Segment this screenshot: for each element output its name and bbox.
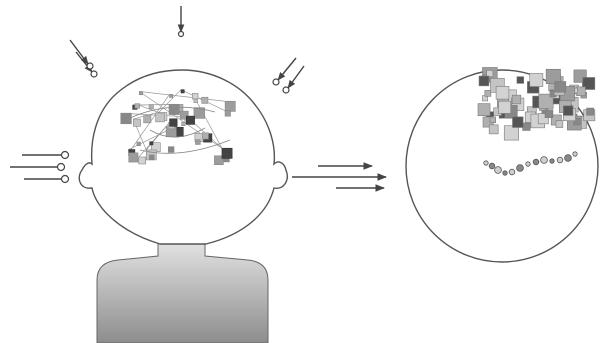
cluster-dot xyxy=(488,162,496,170)
cluster-square xyxy=(179,110,189,120)
arrow-icon xyxy=(69,39,89,65)
cluster-square xyxy=(477,103,491,116)
cluster-square xyxy=(224,110,231,117)
cluster-square xyxy=(214,155,224,166)
cluster-square xyxy=(149,141,154,146)
transfer-arrows xyxy=(292,162,387,192)
cluster-link xyxy=(139,91,226,102)
cluster-square xyxy=(201,132,209,140)
cluster-square xyxy=(511,94,522,105)
head-icon xyxy=(78,69,288,245)
cluster-square xyxy=(503,125,519,141)
head-cluster xyxy=(120,89,236,166)
cluster-square xyxy=(537,113,549,125)
cluster-dot xyxy=(516,164,524,172)
cluster-dot xyxy=(540,156,548,164)
cluster-square xyxy=(128,152,139,163)
cluster-square xyxy=(498,100,512,114)
cluster-square xyxy=(186,115,195,125)
cluster-square xyxy=(512,116,524,128)
cluster-dot xyxy=(525,161,531,167)
cluster-dot xyxy=(556,156,564,164)
cluster-square xyxy=(169,118,178,127)
cluster-square xyxy=(132,118,141,127)
cluster-square xyxy=(489,116,496,124)
cluster-square xyxy=(573,118,581,126)
cluster-square xyxy=(486,70,494,78)
cluster-arc xyxy=(139,139,231,154)
cluster-dot xyxy=(564,154,572,162)
cluster-square xyxy=(488,124,499,135)
cluster-square xyxy=(149,154,155,161)
cluster-dot xyxy=(532,158,540,166)
cluster-square xyxy=(478,75,490,87)
cluster-square xyxy=(136,141,141,147)
cluster-dot xyxy=(508,168,516,176)
cluster-dot xyxy=(549,158,555,164)
cluster-square xyxy=(155,112,165,123)
cluster-square xyxy=(193,107,205,119)
cluster-square xyxy=(538,93,554,109)
particle-dots xyxy=(56,30,290,184)
arrow-icon xyxy=(277,57,297,81)
cluster-square xyxy=(180,89,185,94)
cluster-dot xyxy=(502,170,508,176)
cluster-square xyxy=(138,156,147,165)
cluster-square xyxy=(193,98,198,103)
torso xyxy=(96,239,269,343)
cluster-square xyxy=(516,76,524,84)
cluster-square xyxy=(134,103,140,109)
cluster-square xyxy=(545,68,561,84)
cluster-square xyxy=(495,85,510,100)
arrow-icon xyxy=(287,65,305,89)
cluster-arc xyxy=(149,127,206,138)
cluster-square xyxy=(221,147,233,159)
cluster-square xyxy=(120,112,132,125)
cluster-dot xyxy=(572,151,578,157)
cluster-square xyxy=(148,104,154,110)
cluster-square xyxy=(484,90,492,97)
cluster-square xyxy=(563,105,574,116)
cluster-square xyxy=(529,73,544,87)
cluster-square xyxy=(555,120,564,128)
cluster-link xyxy=(128,94,170,154)
cluster-dot xyxy=(483,160,489,166)
sphere-outline xyxy=(405,69,599,263)
cluster-square xyxy=(522,122,531,131)
cluster-dot xyxy=(494,166,502,174)
sphere-cluster xyxy=(477,67,596,141)
incoming-arrows xyxy=(10,6,305,180)
cluster-arc xyxy=(129,106,216,119)
cluster-square xyxy=(582,77,596,90)
cluster-square xyxy=(143,115,152,124)
cluster-square xyxy=(169,94,174,98)
cluster-link xyxy=(138,123,170,158)
cluster-square xyxy=(586,107,595,116)
cluster-square xyxy=(224,100,236,112)
sphere-chain xyxy=(483,151,578,176)
cluster-square xyxy=(201,96,209,104)
cluster-square xyxy=(139,91,143,96)
cluster-square xyxy=(192,93,199,100)
cluster-square xyxy=(576,86,586,96)
cluster-square xyxy=(544,109,554,118)
cluster-square xyxy=(167,146,175,153)
cluster-square xyxy=(554,81,567,93)
cluster-square xyxy=(181,121,186,126)
cluster-square xyxy=(195,139,201,145)
